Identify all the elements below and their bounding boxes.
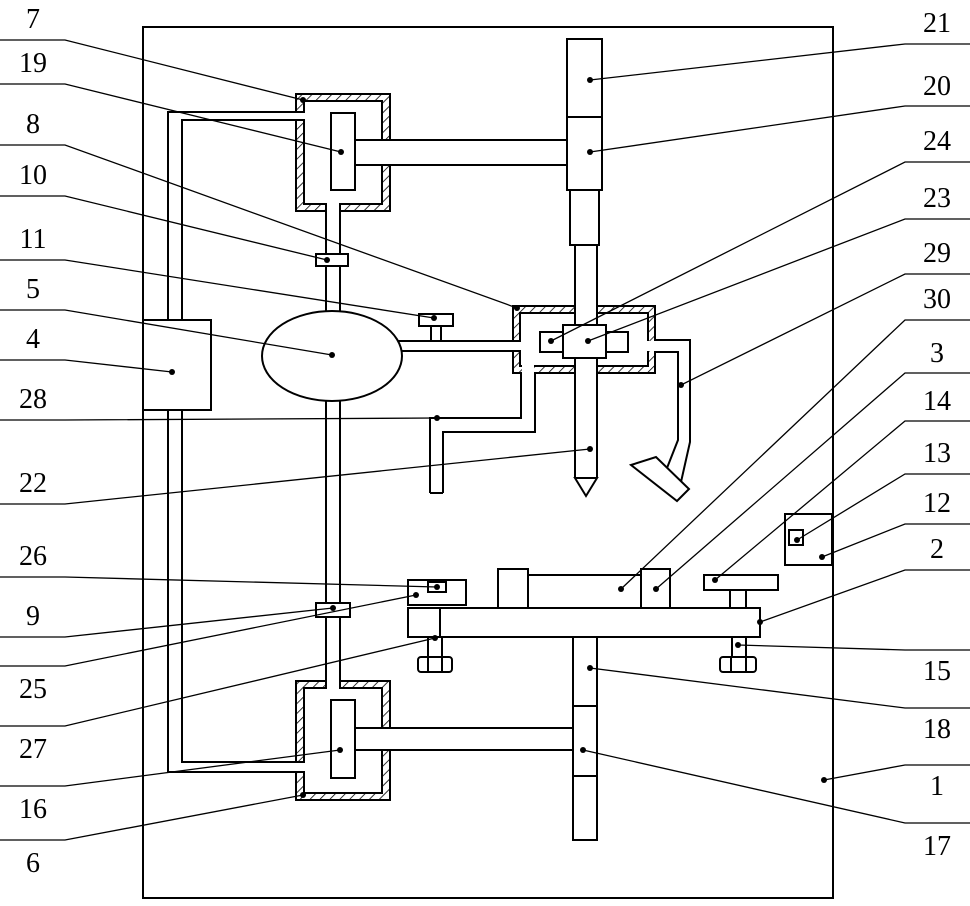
callout-label: 26 xyxy=(19,541,47,572)
vertical-column xyxy=(567,39,602,245)
callout-label: 30 xyxy=(923,284,951,315)
leader-dot-19 xyxy=(338,149,344,155)
callout-label: 16 xyxy=(19,794,47,825)
leader-12 xyxy=(822,524,970,557)
callout-label: 18 xyxy=(923,714,951,745)
callout-label: 28 xyxy=(19,384,47,415)
callout-label: 2 xyxy=(930,534,944,565)
leader-dot-13 xyxy=(794,537,800,543)
lower-pipe xyxy=(168,410,304,772)
leader-dot-22 xyxy=(587,446,593,452)
leader-dot-5 xyxy=(329,352,335,358)
callout-label: 13 xyxy=(923,438,951,469)
leader-dot-10 xyxy=(324,257,330,263)
callout-label: 6 xyxy=(26,848,40,879)
lower-rod xyxy=(573,637,597,840)
leader-dot-7 xyxy=(300,97,306,103)
right-leaders xyxy=(551,44,970,823)
slide-block xyxy=(563,325,606,358)
callout-label: 5 xyxy=(26,274,40,305)
leader-22 xyxy=(0,449,590,504)
leader-16 xyxy=(0,750,340,786)
callout-label: 1 xyxy=(930,771,944,802)
callout-label: 11 xyxy=(20,224,47,255)
callout-label: 23 xyxy=(923,183,951,214)
leader-20 xyxy=(590,106,970,152)
leader-28 xyxy=(0,418,437,420)
callout-label: 24 xyxy=(923,126,951,157)
callout-label: 27 xyxy=(19,734,47,765)
right-callouts: 21 20 24 23 29 30 3 14 13 12 2 15 18 1 1… xyxy=(923,8,951,862)
leader-dot-8 xyxy=(514,305,520,311)
leader-dot-12 xyxy=(819,554,825,560)
leader-dot-17 xyxy=(580,747,586,753)
leader-dot-15 xyxy=(735,642,741,648)
leader-26 xyxy=(0,577,437,587)
lower-gear xyxy=(331,700,355,778)
leader-dot-21 xyxy=(587,77,593,83)
workpiece xyxy=(528,575,641,608)
callout-label: 22 xyxy=(19,468,47,499)
leader-dot-29 xyxy=(678,382,684,388)
leader-dot-24 xyxy=(548,338,554,344)
leader-19 xyxy=(0,84,341,152)
leader-dot-26 xyxy=(434,584,440,590)
leader-17 xyxy=(583,750,970,823)
leader-dot-6 xyxy=(300,792,306,798)
leader-8 xyxy=(0,145,517,308)
leader-dot-18 xyxy=(587,665,593,671)
leader-dot-23 xyxy=(585,338,591,344)
frame xyxy=(143,27,833,898)
upper-slider xyxy=(316,254,348,266)
leader-10 xyxy=(0,196,327,260)
leader-18 xyxy=(590,668,970,708)
callout-label: 12 xyxy=(923,488,951,519)
leader-11 xyxy=(0,260,434,318)
leader-dot-1 xyxy=(821,777,827,783)
leader-15 xyxy=(738,645,970,650)
callout-label: 10 xyxy=(19,160,47,191)
leader-dot-16 xyxy=(337,747,343,753)
callout-label: 8 xyxy=(26,109,40,140)
leader-1 xyxy=(824,765,970,780)
left-bolt xyxy=(418,637,452,672)
upper-pipe xyxy=(168,112,304,320)
leader-dot-4 xyxy=(169,369,175,375)
callout-label: 15 xyxy=(923,656,951,687)
leader-21 xyxy=(590,44,970,80)
leader-dot-14 xyxy=(712,577,718,583)
leader-dot-2 xyxy=(757,619,763,625)
clamp-bar xyxy=(408,608,760,637)
leader-dot-30 xyxy=(618,586,624,592)
callout-label: 3 xyxy=(930,338,944,369)
leader-dot-11 xyxy=(431,315,437,321)
callout-label: 14 xyxy=(923,386,951,417)
leader-dots xyxy=(169,77,827,798)
l-pipe xyxy=(430,373,535,493)
left-stop-block xyxy=(498,569,528,608)
leader-dot-25 xyxy=(413,592,419,598)
connecting-rod xyxy=(398,341,520,351)
callout-label: 21 xyxy=(923,8,951,39)
leader-dot-9 xyxy=(330,605,336,611)
callout-label: 25 xyxy=(19,674,47,705)
callout-label: 4 xyxy=(26,324,40,355)
callout-label: 29 xyxy=(923,238,951,269)
leader-dot-28 xyxy=(434,415,440,421)
leader-2 xyxy=(760,570,970,622)
callout-label: 17 xyxy=(923,831,951,862)
leader-dot-20 xyxy=(587,149,593,155)
callout-label: 19 xyxy=(19,48,47,79)
leader-25 xyxy=(0,595,416,666)
leader-dot-27 xyxy=(432,635,438,641)
callout-label: 7 xyxy=(26,4,40,35)
left-callouts: 7 19 8 10 11 5 4 28 22 26 9 25 27 16 6 xyxy=(19,4,47,879)
callout-label: 20 xyxy=(923,71,951,102)
leader-dot-3 xyxy=(653,586,659,592)
callout-label: 9 xyxy=(26,601,40,632)
